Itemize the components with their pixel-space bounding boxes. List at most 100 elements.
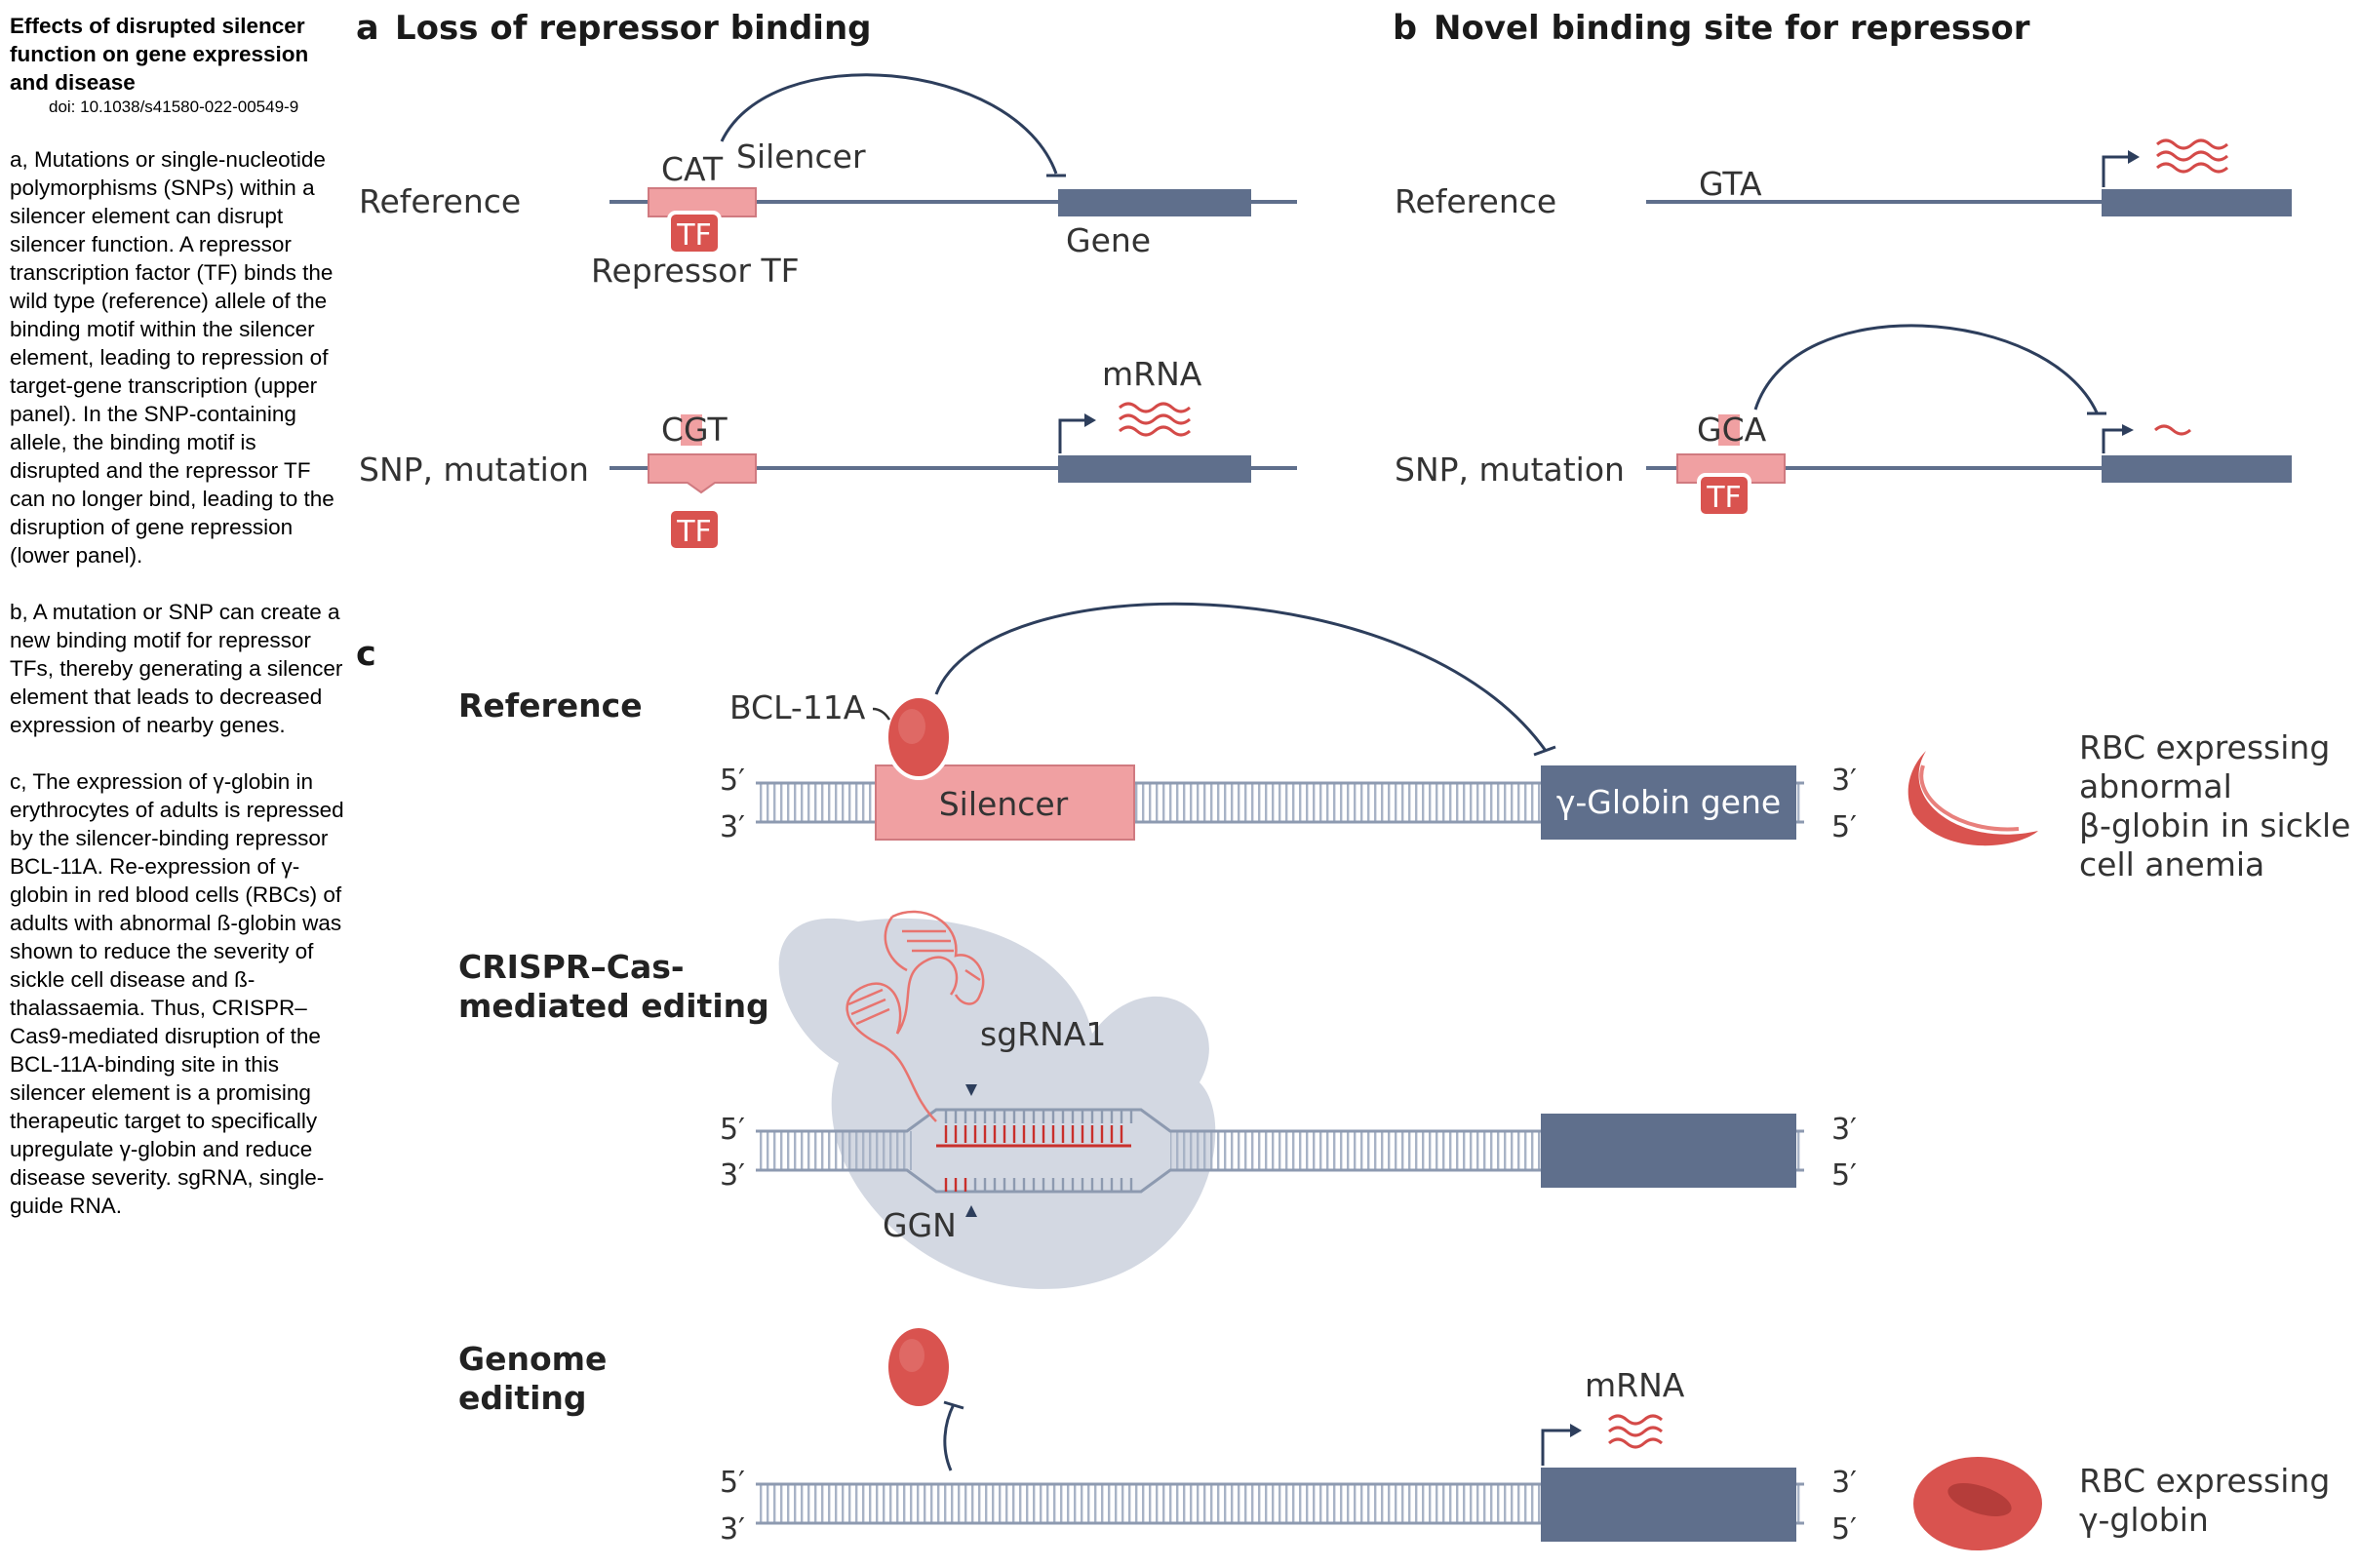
panel-b-seq-mut: GCA [1697,411,1767,449]
panel-c-sgrna-label: sgRNA1 [980,1015,1106,1053]
panel-c-crispr-3prime-top: 3′ [1831,1113,1857,1147]
panel-c-ref-3prime-top: 3′ [1831,764,1857,798]
panel-c-bcl11a-unbound-highlight [899,1339,924,1372]
panel-c-unwound-bottom-ticks [973,1178,1133,1192]
panel-c-ref-3prime-bottom: 3′ [720,810,745,844]
panel-c-bcl11a-label: BCL-11A [729,688,866,726]
panel-b-repression-arc [1753,324,2099,413]
panel-c-rbc-normal-line2: γ-globin [2079,1501,2209,1539]
panel-b-mrna-squiggle-snp [2154,424,2191,436]
panel-a-tf-unbound-label: TF [676,515,712,549]
panel-c-crispr-strand-top [756,1108,1804,1133]
panel-b-title: Novel binding site for repressor [1434,9,2030,48]
panel-c-silencer-label: Silencer [939,785,1069,823]
panel-c-cut-site-bottom-arrow [965,1205,977,1217]
panel-a-gene-label: Gene [1066,221,1151,259]
panel-a-mrna-label: mRNA [1102,355,1202,393]
panel-c-failed-repression-bar [943,1400,964,1410]
panel-c-edit-gene-box [1541,1468,1796,1542]
panel-c-pam-label: GGN [883,1206,957,1244]
panel-a-snp-highlight [681,414,702,446]
panel-b-tf-bound [1697,473,1751,518]
panel-c: c Reference 5′ 3′ Silencer BCL-11A γ-Glo… [356,602,2350,1550]
panel-c-row-genome-label-line2: editing [458,1379,587,1417]
panel-a-gene-box-ref [1058,189,1251,216]
panel-c-edit-3prime-bottom: 3′ [720,1512,745,1547]
panel-c-crispr-3prime-bottom: 3′ [720,1158,745,1193]
panel-c-letter: c [356,635,376,674]
panel-b-tss-arrow-snp [2102,428,2128,453]
panel-c-mrna-label: mRNA [1585,1366,1685,1404]
panel-c-edit-tss-arrow [1541,1429,1576,1466]
panel-c-repression-arc [934,602,1548,752]
panel-c-rbc-abnormal-line4: cell anemia [2079,845,2264,883]
panel-c-globin-gene-label: γ-Globin gene [1556,783,1781,821]
panel-c-crispr-ladder-left [756,1131,912,1170]
panel-c-sgrna-scaffold [846,910,985,1122]
panel-b-gene-box-ref [2102,189,2292,216]
panel-a-letter: a [356,9,379,48]
panel-c-crispr-strand-bottom [756,1168,1804,1194]
panel-a-seq-ref: CAT [661,150,724,188]
panel-a-tss-arrow [1058,418,1090,453]
caption-paragraph-c: c, The expression of γ-globin in erythro… [10,769,344,1218]
panel-c-ref-5prime-top: 5′ [720,764,745,798]
panel-a-title: Loss of repressor binding [395,9,871,48]
panel-b-mrna-squiggle-ref [2156,138,2228,174]
panel-c-mrna-squiggle [1608,1414,1663,1449]
panel-c-repression-bar [1533,745,1556,757]
panel-c-sickle-rbc-highlight [1919,764,2020,832]
panel-c-sickle-rbc [1908,751,2038,846]
panel-c-edit-tss-arrowhead [1570,1424,1582,1437]
panel-c-crispr-gene-box [1541,1114,1796,1188]
panel-c-failed-repression-arc [943,1403,956,1471]
panel-c-normal-rbc-center [1947,1483,2012,1516]
panel-c-rbc-abnormal-line2: abnormal [2079,767,2232,805]
panel-c-cas9-complex [778,918,1216,1289]
panel-a-row-reference-label: Reference [359,182,521,220]
panel-a-tf-unbound [667,507,722,552]
panel-c-bcl11a-highlight [898,709,925,744]
panel-a-silencer-label: Silencer [736,137,866,176]
caption-title: Effects of disrupted silencer function o… [10,14,309,95]
panel-c-globin-gene-box [1541,765,1796,840]
panel-c-sgrna-guide-bases [936,1125,1131,1148]
panel-b-seq-ref: GTA [1699,165,1762,203]
panel-b-letter: b [1393,9,1417,48]
panel-c-rbc-abnormal-line1: RBC expressing [2079,728,2330,766]
panel-a-gene-box-snp [1058,455,1251,483]
panel-b-tss-arrow-ref [2102,155,2134,187]
panel-b-tss-arrowhead-ref [2128,150,2140,164]
panel-c-cut-site-top-arrow [965,1084,977,1096]
panel-a-row-snp-label: SNP, mutation [359,451,589,489]
panel-c-row-crispr-label-line1: CRISPR–Cas- [458,948,685,986]
panel-c-rbc-abnormal-line3: β-globin in sickle [2079,806,2350,844]
panel-c-row-crispr-label-line2: mediated editing [458,987,769,1025]
panel-b-tf-bound-label: TF [1706,481,1742,515]
panel-c-crispr-5prime-bottom: 5′ [1831,1158,1857,1193]
panel-a-tf-bound [667,211,722,255]
panel-a-repression-arc [720,73,1058,175]
panel-b: b Novel binding site for repressor Refer… [1393,9,2292,518]
panel-a-seq-mut: CGT [661,411,728,449]
panel-b-row-reference-label: Reference [1395,182,1556,220]
panel-c-bcl11a-leader [872,707,891,721]
caption-paragraph-a: a, Mutations or single-nucleotide polymo… [10,147,334,568]
panel-a-repressor-label: Repressor TF [591,252,800,290]
panel-b-row-snp-label: SNP, mutation [1395,451,1625,489]
panel-c-ref-5prime-bottom: 5′ [1831,810,1857,844]
figure-caption: Effects of disrupted silencer function o… [10,12,346,1248]
panel-b-snp-highlight [1718,414,1740,446]
panel-a-tss-arrowhead [1084,413,1096,427]
panel-b-gene-box-snp [2102,455,2292,483]
caption-doi: doi: 10.1038/s41580-022-00549-9 [49,98,299,116]
panel-c-row-genome-label-line1: Genome [458,1340,607,1378]
panel-b-tss-arrowhead-snp [2122,424,2134,436]
panel-c-rbc-normal-line1: RBC expressing [2079,1462,2330,1500]
panel-c-unwound-top-ticks [944,1110,1133,1123]
panel-c-crispr-5prime-top: 5′ [720,1113,745,1147]
panel-c-edit-5prime-bottom: 5′ [1831,1512,1857,1547]
panel-a-silencer-box-snp [648,453,757,494]
caption-paragraph-b: b, A mutation or SNP can create a new bi… [10,600,343,737]
